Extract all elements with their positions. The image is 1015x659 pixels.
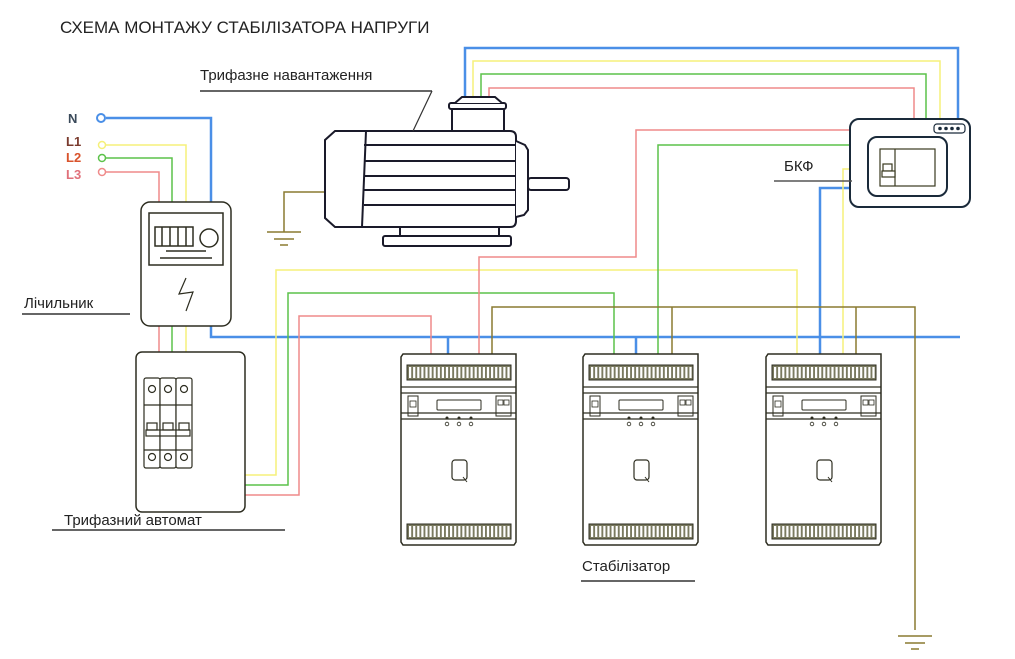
load-label: Трифазне навантаження — [200, 67, 372, 84]
stabilizer-unit-3 — [765, 353, 882, 546]
stabilizer-label: Стабілізатор — [582, 558, 670, 575]
stabilizer-unit-1 — [400, 353, 517, 546]
terminal-l3-connector — [97, 167, 107, 177]
terminal-label-n: N — [68, 111, 77, 126]
meter-label: Лічильник — [24, 295, 94, 312]
wire-l3-bkf — [478, 129, 852, 355]
three-phase-breaker — [135, 351, 246, 513]
ground-symbol-motor — [267, 231, 301, 246]
wires — [106, 46, 960, 630]
wire-l3-input — [106, 171, 160, 202]
three-phase-motor — [324, 96, 570, 247]
terminal-n: N — [68, 111, 106, 126]
bkf-indicator-dots — [938, 126, 960, 131]
bkf-unit — [849, 118, 971, 208]
terminal-label-l3: L3 — [66, 167, 81, 182]
ground-symbol-main — [898, 635, 932, 650]
terminal-label-l1: L1 — [66, 134, 81, 149]
diagram-title: СХЕМА МОНТАЖУ СТАБІЛІЗАТОРА НАПРУГИ — [60, 18, 429, 37]
terminal-label-l2: L2 — [66, 150, 81, 165]
wire-l2-load — [480, 73, 927, 122]
terminal-l1: L1 — [66, 134, 107, 150]
wire-ground-bus — [491, 306, 916, 630]
bkf-label: БКФ — [784, 158, 813, 175]
breaker-label: Трифазний автомат — [64, 512, 202, 529]
stabilizer-unit-2 — [582, 353, 699, 546]
terminal-l1-connector — [97, 140, 107, 150]
wire-l3-load — [488, 87, 915, 122]
terminal-l3: L3 — [66, 167, 107, 182]
terminal-l2: L2 — [66, 150, 107, 165]
wire-neutral-bus — [209, 326, 960, 339]
load-label-leader — [412, 90, 433, 132]
wire-l1-input — [106, 144, 187, 202]
wire-neutral-bkf — [818, 186, 852, 355]
wire-neutral-load — [463, 46, 960, 122]
wire-ground-motor — [283, 191, 324, 232]
terminal-n-connector — [96, 113, 106, 123]
wire-l1-load — [472, 60, 941, 122]
terminal-l2-connector — [97, 153, 107, 163]
wire-l2-bkf — [657, 144, 852, 355]
wire-l2-input — [106, 157, 173, 202]
wire-neutral-input — [106, 116, 213, 202]
electric-meter — [140, 201, 232, 327]
